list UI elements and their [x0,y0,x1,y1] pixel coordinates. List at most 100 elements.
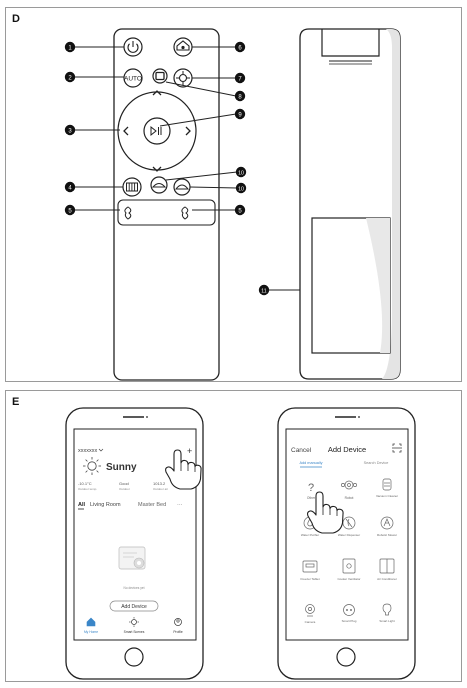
tab-add-manually[interactable]: Add manually [299,461,322,465]
svg-text:8: 8 [238,94,242,100]
callout-5-left: 5 [64,204,76,216]
edge-button [173,68,193,88]
room-tab-all: All [78,502,86,508]
device-freezer-tablet[interactable]: Freezer Tablet [300,577,319,581]
stat-caption-2: Outdoor [119,487,130,491]
weather-text: Sunny [106,462,137,473]
stat-value-3: 1013.2 [153,481,166,486]
device-robot[interactable]: Robot [345,496,354,500]
add-device-label: Add Device [121,604,147,610]
svg-text:4: 4 [68,185,72,191]
svg-text:5: 5 [68,208,72,214]
scan-icon[interactable] [392,443,402,453]
fan-left-icon [124,206,132,220]
add-device-button[interactable]: Add Device [109,600,159,612]
arrow-right-icon [185,126,191,136]
nav-profile-label: Profile [173,630,183,634]
question-icon: ? [308,482,314,494]
fan-key-strip [117,199,216,226]
svg-text:11: 11 [261,288,266,294]
device-water-dispenser[interactable]: Water Dispenser [338,533,360,537]
callout-10-top: 10 [235,166,247,178]
suction-button-high [173,178,191,196]
direction-pad [117,90,197,172]
arrow-down-icon [152,166,162,172]
device-cooker-ventilator[interactable]: Cooker Ventilator [337,577,360,581]
phone-add-device-screen: Cancel Add Device Add manually Search De… [277,407,416,680]
nav-scenes-label: Smart Scenes [124,630,145,634]
robotic-mower-icon [380,516,394,530]
phone-home-screen: xxxxxxx + Sunny -10.1°C Outdoor temp. Go… [65,407,204,680]
svg-text:5: 5 [238,208,242,214]
stat-caption-3: Outdoor air [153,487,168,491]
stat-value-1: -10.1°C [78,481,92,486]
nav-smart-scenes[interactable]: Smart Scenes [124,617,145,634]
svg-text:10: 10 [238,186,244,192]
dock-button [173,37,193,57]
device-other[interactable]: Other [307,496,316,500]
nav-home-label: My Home [84,630,98,634]
cooker-ventilator-icon [342,558,356,574]
home-icon [86,617,96,627]
device-camera[interactable]: Camera [305,620,316,624]
nav-profile[interactable]: Profile [173,618,183,635]
callout-5-right: 5 [234,204,246,216]
remote-back-view [299,28,401,380]
remote-illustration: AUTO [64,28,401,381]
nav-home[interactable]: My Home [84,617,98,634]
panel-d: D AUTO [5,7,462,382]
svg-text:9: 9 [238,112,242,118]
callout-7: 7 [234,72,246,84]
play-pause-icon [150,125,157,137]
power-icon [127,43,139,53]
callout-8: 8 [234,90,246,102]
empty-state-text: No devices yet [124,586,145,590]
panel-e-label: E [12,396,20,408]
panel-d-label: D [12,13,20,25]
hand-pointer-icon [165,449,202,490]
room-tab-living: Living Room [90,502,121,508]
panel-e: E xxxxxxx + Sunny -10.1°C Outdoor temp [5,390,462,682]
auto-button: AUTO [123,68,143,88]
device-water-purifier[interactable]: Water Purifier [301,533,319,537]
svg-text:10: 10 [238,170,244,176]
freezer-tablet-icon [302,560,318,573]
tab-search-device[interactable]: Search Device [364,461,389,465]
cancel-link[interactable]: Cancel [291,447,312,454]
smart-plug-icon [343,604,355,616]
home-icon [176,40,190,51]
spot-button [152,68,168,84]
callout-3: 3 [64,124,76,136]
suction-button-low [150,176,168,194]
add-plus-icon: + [187,446,192,456]
svg-text:2: 2 [68,75,72,81]
callout-10-bottom: 10 [235,182,247,194]
auto-label: AUTO [124,76,142,83]
stat-caption-1: Outdoor temp. [78,487,97,491]
svg-text:7: 7 [238,76,242,82]
device-robotic-mower[interactable]: Robotic Mower [377,533,397,537]
crosshair-icon [178,73,188,83]
device-smart-plug[interactable]: Smart Plug [342,619,357,623]
scene-sun-icon [131,619,137,625]
device-smart-light[interactable]: Smart Light [379,619,395,623]
vacuum-icon [382,478,392,491]
device-vacuum-cleaner[interactable]: Vacuum Cleaner [376,494,398,498]
hand-pointer-icon [307,491,344,534]
callout-11: 11 [258,284,270,296]
empty-state-illustration [118,546,146,570]
arrow-up-icon [152,90,162,96]
brush-button [122,177,142,197]
fan-mode-icon [151,183,167,188]
spot-icon [155,71,165,81]
sun-icon [83,457,101,475]
profile-icon [174,618,182,626]
account-name: xxxxxxx [78,448,98,454]
room-tab-master: Master Bed [138,502,166,508]
home-hardware-button [336,647,356,667]
device-air-conditioner[interactable]: Air Conditioner [377,577,397,581]
callout-2: 2 [64,71,76,83]
callout-4: 4 [64,181,76,193]
stat-value-2: Good [119,481,129,486]
robot-icon [341,480,357,490]
